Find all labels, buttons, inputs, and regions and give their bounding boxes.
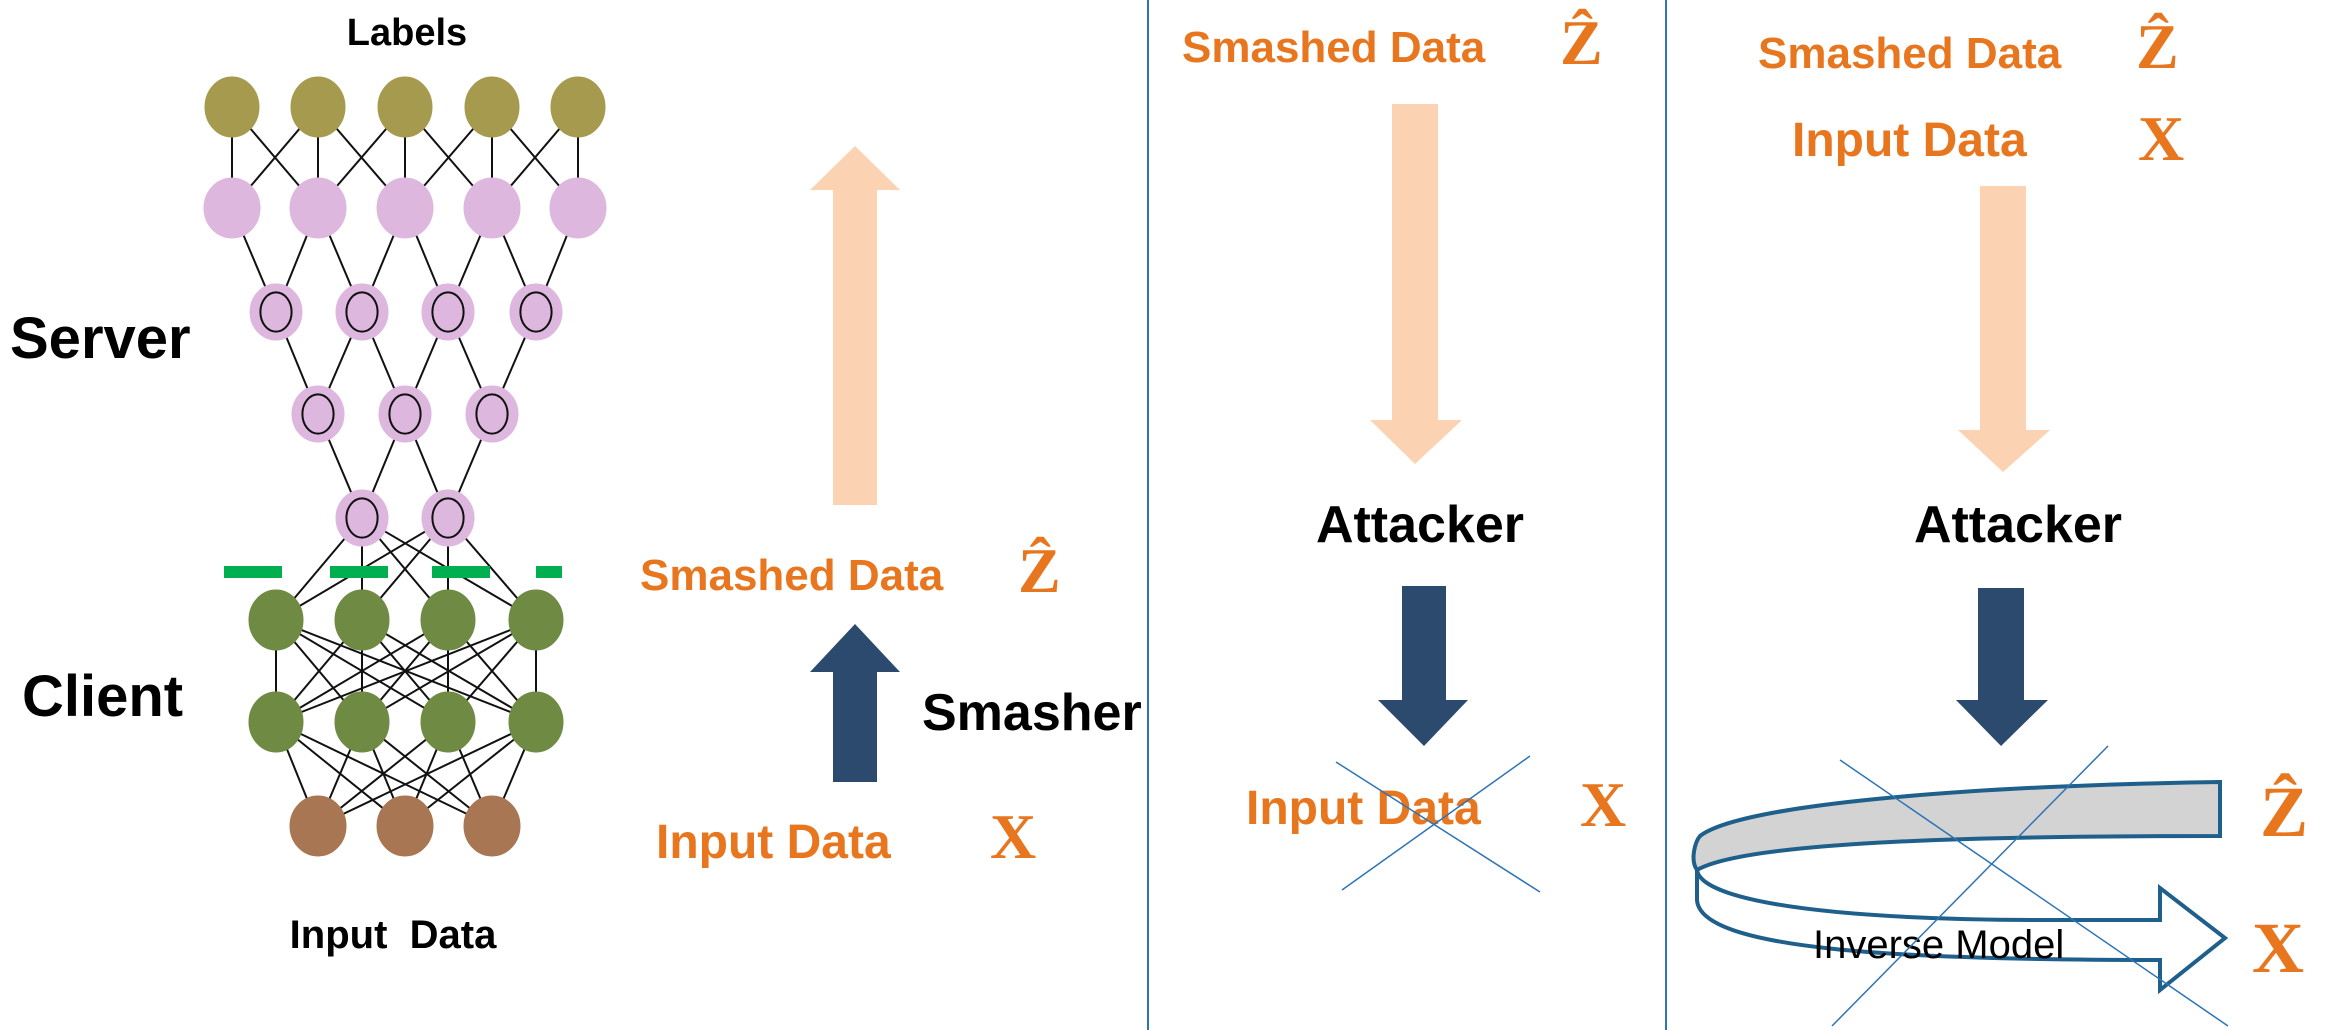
input-node — [463, 795, 521, 857]
client-node — [248, 589, 304, 651]
smasher-label: Smasher — [922, 684, 1142, 742]
network-edge — [317, 721, 537, 827]
label-node — [464, 76, 520, 138]
node-inner-ring — [301, 393, 335, 435]
middle-input-label: Input Data — [1246, 782, 1481, 835]
input-node — [289, 795, 347, 857]
right-attack-arrow — [1956, 588, 2048, 746]
node-inner-ring — [345, 497, 379, 539]
middle-smashed-symbol: Ẑ — [1560, 7, 1603, 78]
client-node — [420, 691, 476, 753]
middle-attack-arrow — [1378, 586, 1468, 746]
client-node — [334, 691, 390, 753]
server-node — [549, 177, 607, 239]
right-cross-out — [1831, 745, 2229, 1027]
server-node — [289, 177, 347, 239]
middle-down-arrow — [1370, 104, 1462, 464]
server-node — [335, 489, 389, 547]
client-node — [334, 589, 390, 651]
client-node — [248, 691, 304, 753]
labels-title: Labels — [347, 12, 467, 54]
right-down-arrow — [1958, 186, 2050, 472]
cut-segment — [536, 566, 562, 578]
middle-cross-out — [1335, 755, 1541, 893]
right-output-x-symbol: X — [2252, 908, 2304, 988]
right-input-label: Input Data — [1792, 114, 2027, 167]
client-node — [508, 589, 564, 651]
server-node — [376, 177, 434, 239]
label-node — [550, 76, 606, 138]
server-node — [465, 385, 519, 443]
network-nodes — [203, 76, 607, 857]
input-node — [376, 795, 434, 857]
right-output-z-symbol: Ẑ — [2260, 772, 2308, 852]
server-node — [249, 283, 303, 341]
network-edge — [361, 619, 537, 723]
inverse-model-label: Inverse Model — [1813, 923, 2064, 967]
server-node — [421, 489, 475, 547]
right-attacker-label: Attacker — [1914, 496, 2122, 554]
smashed-up-arrow — [810, 146, 900, 505]
client-node — [508, 691, 564, 753]
label-node — [290, 76, 346, 138]
client-node — [420, 589, 476, 651]
server-label: Server — [10, 306, 191, 371]
node-inner-ring — [259, 291, 293, 333]
input-data-caption: Input Data — [290, 913, 497, 957]
cut-segment — [224, 566, 282, 578]
node-inner-ring — [345, 291, 379, 333]
middle-input-symbol: X — [1580, 769, 1626, 840]
server-node — [509, 283, 563, 341]
server-node — [335, 283, 389, 341]
smasher-up-arrow — [810, 624, 900, 782]
split-cut-line — [224, 566, 562, 578]
right-input-symbol: X — [2138, 103, 2184, 174]
cut-segment — [330, 566, 388, 578]
server-node — [421, 283, 475, 341]
server-node — [463, 177, 521, 239]
node-inner-ring — [431, 497, 465, 539]
node-inner-ring — [475, 393, 509, 435]
server-node — [203, 177, 261, 239]
server-node — [291, 385, 345, 443]
client-label: Client — [22, 664, 183, 729]
left-input-label: Input Data — [656, 816, 891, 869]
left-smashed-label: Smashed Data — [640, 551, 944, 600]
left-smashed-symbol: Ẑ — [1018, 535, 1061, 606]
inverse-model-arrow — [1691, 779, 2229, 995]
cut-segment — [432, 566, 490, 578]
network-edge — [275, 619, 537, 723]
network-edge — [275, 619, 449, 723]
server-node — [378, 385, 432, 443]
right-smashed-label: Smashed Data — [1758, 29, 2062, 78]
label-node — [377, 76, 433, 138]
middle-attacker-label: Attacker — [1316, 496, 1524, 554]
right-smashed-symbol: Ẑ — [2136, 11, 2179, 82]
middle-smashed-label: Smashed Data — [1182, 23, 1486, 72]
node-inner-ring — [388, 393, 422, 435]
node-inner-ring — [519, 291, 553, 333]
label-node — [204, 76, 260, 138]
left-input-symbol: X — [990, 801, 1036, 872]
node-inner-ring — [431, 291, 465, 333]
